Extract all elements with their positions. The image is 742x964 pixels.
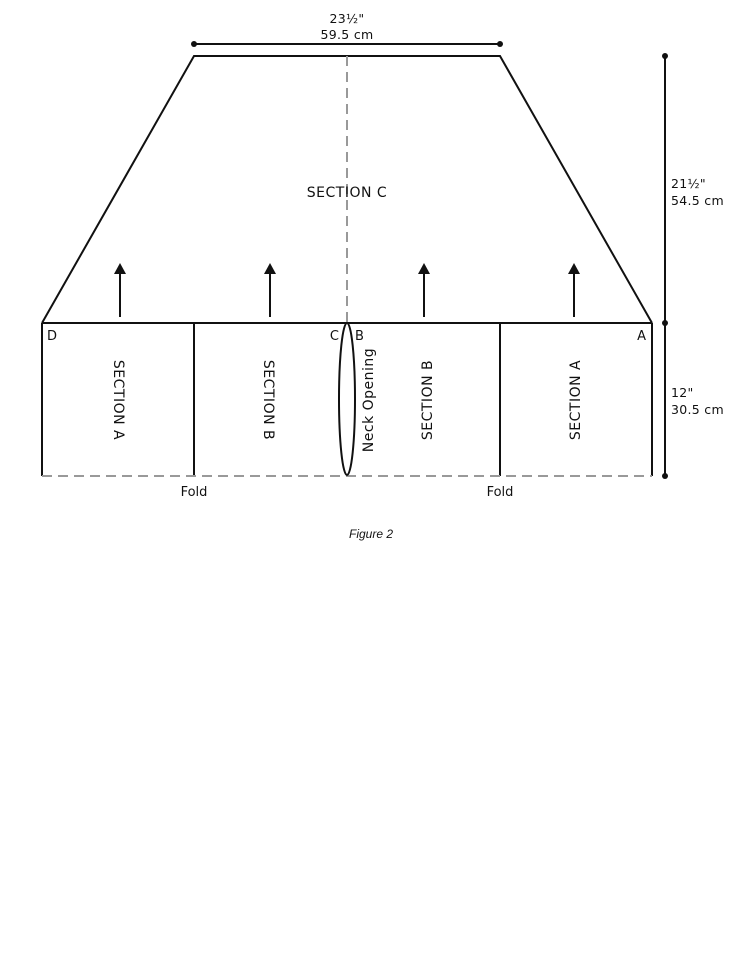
left-section-a-label: SECTION A — [110, 360, 126, 440]
up-arrow-icon — [264, 263, 276, 317]
up-arrow-icon — [114, 263, 126, 317]
up-arrow-icon — [418, 263, 430, 317]
corner-label-d: D — [47, 329, 57, 344]
right-section-b-label: SECTION B — [420, 360, 436, 440]
top-width-cm: 59.5 cm — [321, 27, 374, 42]
neck-opening-label: Neck Opening — [361, 348, 377, 452]
upper-height-cm: 54.5 cm — [671, 193, 724, 208]
left-section-b-label: SECTION B — [260, 360, 276, 440]
lower-height-cm: 30.5 cm — [671, 402, 724, 417]
dot-icon — [662, 473, 668, 479]
dot-icon — [662, 320, 668, 326]
dot-icon — [497, 41, 503, 47]
top-width-dimension — [191, 41, 503, 47]
dot-icon — [662, 53, 668, 59]
upper-height-inches: 21½" — [671, 176, 706, 191]
figure-caption: Figure 2 — [349, 527, 393, 541]
corner-label-b: B — [355, 329, 364, 344]
fold-label-left: Fold — [181, 485, 208, 500]
up-arrow-icon — [568, 263, 580, 317]
dot-icon — [191, 41, 197, 47]
right-section-a-label: SECTION A — [568, 360, 584, 440]
neck-opening-shape — [338, 322, 356, 476]
corner-label-a: A — [637, 329, 646, 344]
corner-label-c: C — [330, 329, 339, 344]
top-width-inches: 23½" — [330, 11, 365, 26]
fold-label-right: Fold — [487, 485, 514, 500]
right-height-dimension — [662, 53, 668, 479]
lower-height-inches: 12" — [671, 385, 694, 400]
section-c-label: SECTION C — [307, 185, 387, 201]
